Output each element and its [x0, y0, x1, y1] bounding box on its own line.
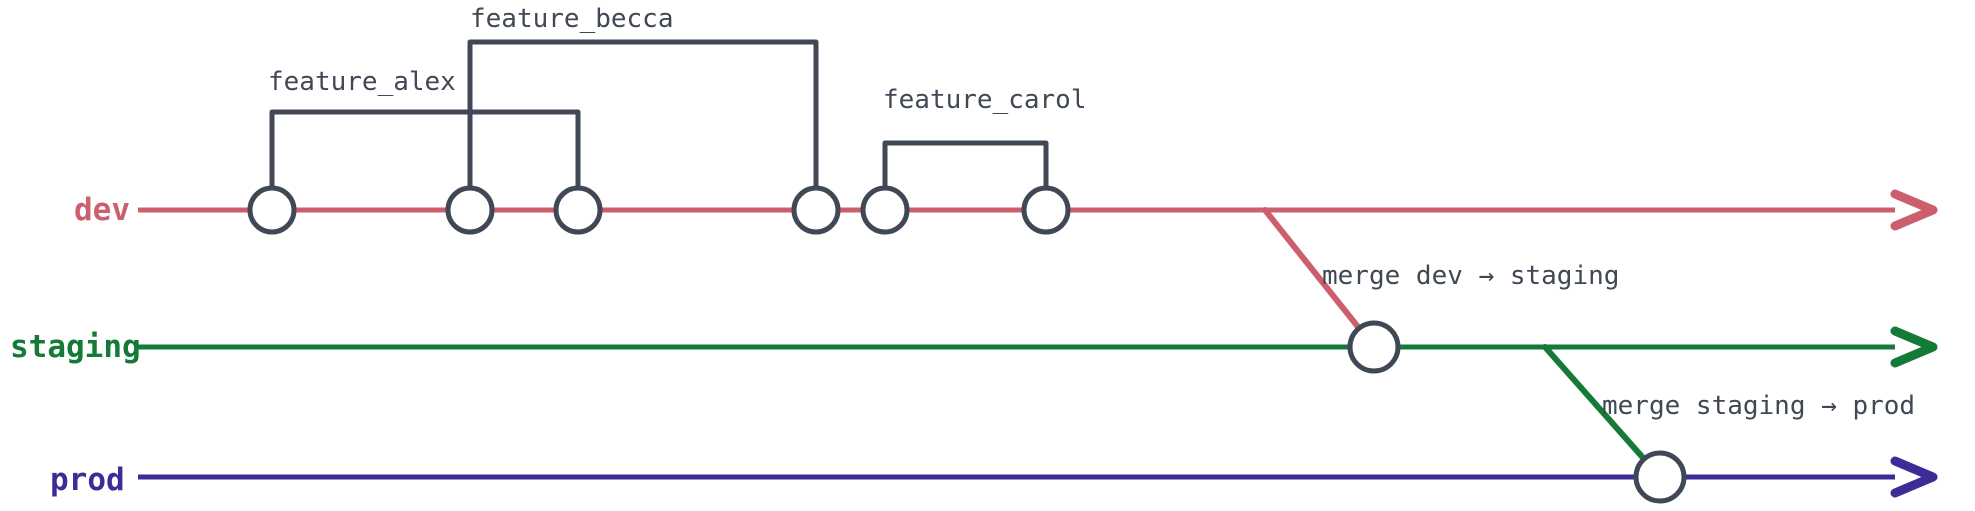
commit-node-dev-c6[interactable]	[1021, 185, 1071, 235]
branch-arrow-staging	[1890, 326, 1938, 368]
merge-label-merge-dev-staging: merge dev → staging	[1322, 261, 1619, 291]
commit-node-prod-merge[interactable]	[1633, 450, 1687, 504]
commit-node-dev-c2[interactable]	[445, 185, 495, 235]
branch-label-dev: dev	[74, 192, 130, 228]
feature-bracket-feature_carol	[882, 140, 1049, 191]
commit-node-staging-merge[interactable]	[1347, 320, 1401, 374]
feature-label-feature_carol: feature_carol	[883, 85, 1087, 115]
feature-bracket-feature_becca	[467, 39, 819, 191]
feature-label-feature_becca: feature_becca	[470, 4, 674, 34]
commit-node-dev-c4[interactable]	[791, 185, 841, 235]
branch-arrow-prod	[1890, 456, 1938, 498]
merge-line-merge-dev-staging	[1262, 207, 1377, 350]
feature-label-feature_alex: feature_alex	[268, 67, 456, 97]
commit-nodes	[247, 185, 1687, 504]
commit-node-dev-c3[interactable]	[553, 185, 603, 235]
merge-line-merge-staging-prod	[1542, 344, 1663, 480]
feature-bracket-feature_alex	[269, 109, 581, 191]
merge-label-merge-staging-prod: merge staging → prod	[1602, 391, 1915, 421]
branch-arrow-dev	[1890, 189, 1938, 231]
commit-node-dev-c5[interactable]	[860, 185, 910, 235]
branch-label-staging: staging	[10, 329, 141, 365]
commit-node-dev-c1[interactable]	[247, 185, 297, 235]
merge-labels: merge dev → staging merge staging → prod	[1322, 261, 1915, 421]
feature-branch-labels: feature_alex feature_becca feature_carol	[268, 4, 1087, 115]
branch-name-labels: dev staging prod	[10, 192, 141, 498]
merge-connector-lines	[1262, 207, 1663, 480]
feature-branch-brackets	[269, 39, 1049, 191]
branch-lines	[138, 189, 1938, 498]
branch-label-prod: prod	[50, 462, 125, 498]
